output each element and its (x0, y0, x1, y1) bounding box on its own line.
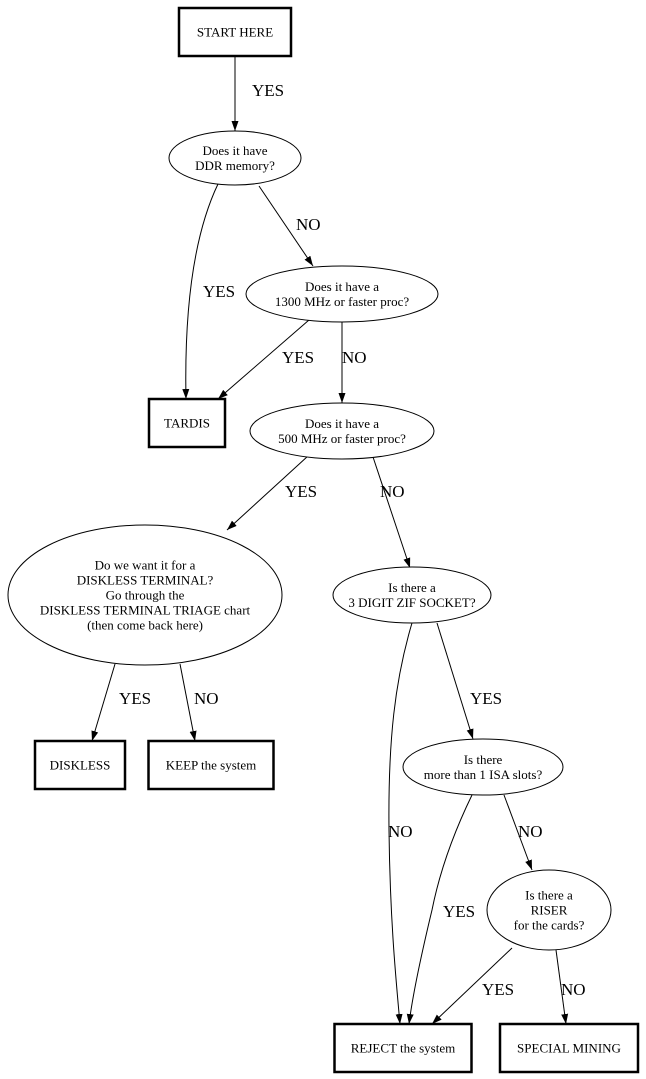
terminal-box (498, 1022, 640, 1074)
edge-arrow (436, 622, 474, 740)
edge-zif-to-reject: NO (388, 622, 413, 1025)
edge-mhz1300-to-tardis: YES (217, 319, 314, 400)
edge-isa-to-riser: NO (503, 794, 543, 871)
edge-arrow (431, 947, 513, 1025)
node-text: Does it have a (305, 279, 379, 294)
edge-arrow (372, 456, 411, 569)
node-text: Go through the (106, 588, 185, 603)
edge-arrow (182, 183, 219, 400)
edge-riser-to-special: NO (555, 949, 586, 1025)
edge-label: YES (285, 482, 317, 501)
node-text: Is there (464, 752, 503, 767)
edges: YES YES NO YES NO YES NO YES NO NO YES YES NO YES NO (91, 56, 586, 1025)
node-start: START HERE (177, 6, 293, 58)
edge-arrow (226, 455, 309, 531)
edge-arrow (91, 663, 116, 742)
node-reject: REJECT the system (333, 1022, 473, 1074)
edge-arrow (179, 663, 197, 742)
node-text: DISKLESS TERMINAL TRIAGE chart (40, 603, 251, 618)
edge-zif-to-isa: YES (436, 622, 502, 740)
node-text: 500 MHz or faster proc? (278, 431, 406, 446)
edge-label: YES (443, 902, 475, 921)
node-text: more than 1 ISA slots? (424, 767, 543, 782)
node-text: RISER (531, 903, 568, 918)
node-text: 3 DIGIT ZIF SOCKET? (348, 595, 475, 610)
edge-mhz500-to-disklessq: YES (226, 455, 317, 531)
edge-isa-to-reject: YES (406, 794, 475, 1025)
edge-label: YES (203, 282, 235, 301)
decision-ellipse (332, 566, 492, 624)
edge-mhz500-to-zif: NO (372, 456, 411, 569)
node-text: Do we want it for a (95, 558, 196, 573)
decision-ellipse (402, 738, 564, 796)
node-tardis: TARDIS (147, 397, 227, 449)
node-text: DISKLESS (50, 758, 111, 773)
edge-label: YES (282, 348, 314, 367)
terminal-box (147, 397, 227, 449)
edge-label: NO (380, 482, 405, 501)
node-text: Does it have a (305, 416, 379, 431)
edge-label: NO (561, 980, 586, 999)
node-text: KEEP the system (166, 758, 257, 773)
edge-label: NO (194, 689, 219, 708)
node-text: for the cards? (514, 918, 585, 933)
terminal-box (33, 739, 127, 791)
edge-label: NO (342, 348, 367, 367)
edge-disklessq-to-keep: NO (179, 663, 219, 742)
edge-label: NO (296, 215, 321, 234)
node-text: SPECIAL MINING (517, 1041, 621, 1056)
node-text: DISKLESS TERMINAL? (77, 573, 214, 588)
node-diskless: DISKLESS (33, 739, 127, 791)
edge-label: YES (470, 689, 502, 708)
edge-ddr-to-mhz1300: NO (258, 185, 321, 267)
edge-arrow (555, 949, 569, 1025)
edge-arrow (406, 794, 473, 1025)
edge-arrow (258, 185, 314, 267)
node-keep: KEEP the system (147, 739, 275, 791)
edge-arrow (388, 622, 413, 1025)
decision-ellipse (7, 524, 283, 666)
node-text: REJECT the system (351, 1041, 455, 1056)
decision-ellipse (486, 869, 612, 951)
node-special: SPECIAL MINING (498, 1022, 640, 1074)
node-text: TARDIS (164, 416, 210, 431)
edge-label: YES (252, 81, 284, 100)
node-text: Is there a (525, 888, 573, 903)
edge-label: YES (119, 689, 151, 708)
edge-start-to-ddr: YES (231, 56, 284, 131)
decision-ellipse (245, 265, 439, 323)
node-text: Does it have (203, 143, 268, 158)
node-text: 1300 MHz or faster proc? (275, 294, 410, 309)
node-zif: Is there a3 DIGIT ZIF SOCKET? (332, 566, 492, 624)
decision-ellipse (249, 402, 435, 460)
edge-arrow (503, 794, 533, 871)
edge-label: NO (518, 822, 543, 841)
terminal-box (147, 739, 275, 791)
edge-mhz1300-to-mhz500: NO (338, 322, 367, 403)
edge-label: NO (388, 822, 413, 841)
node-text: START HERE (197, 25, 273, 40)
edge-riser-to-reject: YES (431, 947, 514, 1025)
terminal-box (177, 6, 293, 58)
node-text: DDR memory? (195, 158, 275, 173)
edge-ddr-to-tardis: YES (182, 183, 235, 400)
edge-disklessq-to-diskless: YES (91, 663, 151, 742)
decision-ellipse (168, 130, 302, 186)
edge-arrow (217, 319, 310, 400)
node-text: (then come back here) (87, 618, 203, 633)
terminal-box (333, 1022, 473, 1074)
edge-label: YES (482, 980, 514, 999)
node-text: Is there a (388, 580, 436, 595)
